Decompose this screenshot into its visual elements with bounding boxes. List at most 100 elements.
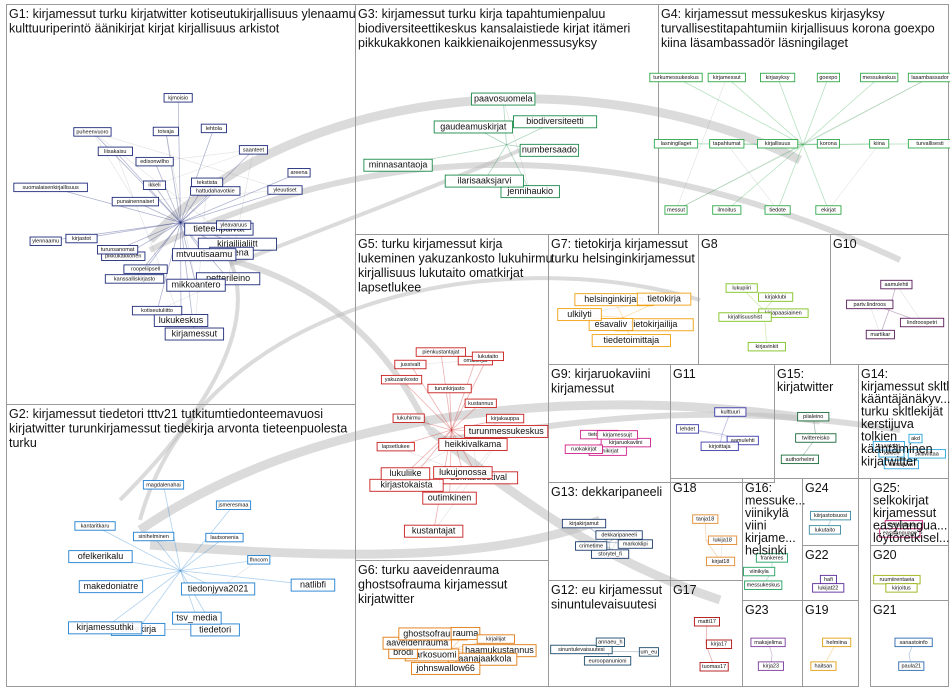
vertex[interactable]: annaeu_h [595, 637, 625, 647]
vertex[interactable]: twittereisko [795, 433, 837, 443]
vertex[interactable]: natlibfi [290, 578, 336, 592]
vertex[interactable]: tapahtumat [709, 139, 745, 149]
vertex[interactable]: maksjelima [750, 637, 786, 648]
vertex[interactable]: heikkivalkama [438, 438, 508, 451]
vertex[interactable]: kotiseutuliitto [131, 305, 183, 316]
vertex[interactable]: kirjaruokaviini [600, 437, 651, 448]
vertex[interactable]: aamulehti [726, 435, 759, 446]
vertex[interactable]: tuomas17 [699, 662, 729, 672]
vertex[interactable]: um_eu [638, 647, 659, 657]
vertex[interactable]: kirjallisuushist [718, 312, 772, 322]
vertex[interactable]: turvallisesti [907, 139, 950, 149]
vertex[interactable]: kerstijuva [883, 459, 919, 470]
vertex[interactable]: kirja17 [705, 639, 733, 649]
vertex[interactable]: punainennaiset [111, 196, 159, 207]
vertex[interactable]: sinihelminen [133, 531, 175, 542]
vertex[interactable]: dekkaripaneeli [595, 530, 643, 540]
vertex[interactable]: kustannus [464, 398, 497, 409]
vertex[interactable]: ylennaamu [29, 236, 62, 246]
vertex[interactable]: kirjoittaja [700, 441, 739, 452]
vertex[interactable]: lukijat22 [812, 583, 845, 593]
vertex[interactable]: ruumiirentaeia [873, 574, 921, 585]
vertex[interactable]: kiirjastotsuosi [810, 510, 852, 521]
vertex[interactable]: ekirjat [815, 205, 842, 215]
vertex[interactable]: tsv_media [172, 611, 222, 625]
vertex[interactable]: matti17 [693, 617, 720, 627]
vertex[interactable]: mikkoantero [166, 278, 226, 292]
vertex[interactable]: kirjoitus [885, 583, 918, 593]
vertex[interactable]: tiedetori [190, 623, 240, 637]
vertex[interactable]: kirjakirjamut [561, 518, 607, 529]
vertex[interactable]: kiina [869, 139, 890, 149]
vertex[interactable]: ilmoitus [712, 205, 742, 215]
vertex[interactable]: kirjailijat [476, 634, 515, 644]
vertex[interactable]: goexpo [816, 72, 840, 83]
vertex[interactable]: crimetime [575, 541, 608, 551]
vertex[interactable]: tiedote [764, 205, 791, 215]
vertex[interactable]: partv.lindroos [846, 299, 894, 310]
vertex[interactable]: aamulehti [880, 279, 913, 290]
vertex[interactable]: rauma [450, 626, 481, 640]
vertex[interactable]: gaudeamuskirjat [433, 120, 513, 134]
vertex[interactable]: martikar [865, 329, 895, 340]
vertex[interactable]: lukija18 [708, 535, 738, 545]
vertex[interactable]: tanja18 [692, 514, 719, 524]
vertex[interactable]: lukukeskus [153, 314, 209, 327]
vertex[interactable]: minnasantaoja [363, 158, 433, 172]
vertex[interactable]: lukupiiri [725, 283, 758, 293]
vertex[interactable]: frankeres [755, 553, 789, 563]
vertex[interactable]: numbersaado [519, 143, 580, 157]
vertex[interactable]: hattudahavotkie [190, 186, 241, 196]
vertex[interactable]: tiedetoimittaja [591, 334, 671, 348]
vertex[interactable]: pienkustantajat [415, 347, 467, 357]
vertex[interactable]: skltlwittaa [907, 449, 946, 459]
vertex[interactable]: yleuutiset [267, 185, 303, 195]
vertex[interactable]: kirjastokaista [369, 478, 444, 492]
vertex[interactable]: johnswallow66 [411, 661, 481, 675]
vertex[interactable]: lautsonenia [205, 532, 244, 543]
vertex[interactable]: kjmoisio [163, 93, 193, 103]
vertex[interactable]: edisonwilho [135, 156, 174, 167]
vertex[interactable]: puheenvuoro [73, 127, 112, 137]
vertex[interactable]: ikkeli [142, 180, 167, 190]
vertex[interactable]: kirjamessut [707, 72, 746, 83]
vertex[interactable]: yleavaruus [216, 220, 252, 230]
vertex[interactable]: suomalaisenkirjallisuus [13, 182, 88, 193]
vertex[interactable]: kirjastot [65, 233, 98, 244]
vertex[interactable]: toivaja [152, 126, 179, 137]
vertex[interactable]: jussivalt [394, 359, 427, 370]
vertex[interactable]: makedoniatre [78, 580, 144, 594]
vertex[interactable]: lindroospetri [899, 317, 945, 328]
vertex[interactable]: lehtola [200, 123, 227, 134]
vertex[interactable]: roopeliipsell [123, 264, 168, 274]
vertex[interactable]: ulkilyti [557, 308, 602, 322]
vertex[interactable]: jsmeresmaa [215, 500, 252, 510]
vertex[interactable]: kirjavinkit [747, 341, 786, 352]
vertex[interactable]: ruokakirjat [564, 444, 603, 454]
vertex[interactable]: viinikyla [743, 566, 776, 577]
vertex[interactable]: tietokirja [636, 292, 692, 306]
vertex[interactable]: tiedonjyva2021 [180, 582, 256, 596]
vertex[interactable]: lukutaito [471, 351, 504, 362]
vertex[interactable]: turunsanomat [96, 245, 139, 255]
vertex[interactable]: kanssalliskirjasto [104, 274, 165, 284]
vertex[interactable]: helmiina [822, 637, 852, 648]
vertex[interactable]: lapsetlukee [376, 441, 415, 452]
vertex[interactable]: sinuntulevaisuutesi [550, 644, 613, 655]
vertex[interactable]: storytel_fi [590, 549, 630, 559]
vertex[interactable]: markoklipi [617, 539, 653, 549]
vertex[interactable]: easylanguage [879, 528, 921, 538]
vertex[interactable]: tekstista [191, 177, 224, 188]
vertex[interactable]: paavosuomela [471, 92, 536, 106]
vertex[interactable]: ilarisaaksjarvi [444, 174, 524, 188]
vertex[interactable]: yakuzankosto [380, 374, 423, 385]
vertex[interactable]: lukujonossa [433, 466, 493, 480]
vertex[interactable]: lukuhirmu [392, 413, 425, 423]
vertex[interactable]: kirjakauppa [486, 413, 525, 424]
vertex[interactable]: messukeskus [744, 580, 783, 590]
vertex[interactable]: outimkinen [422, 491, 477, 505]
vertex[interactable]: ofelkerikalu [68, 550, 133, 564]
vertex[interactable]: lukutaito [808, 525, 841, 535]
vertex[interactable]: akd [908, 433, 923, 444]
vertex[interactable]: areena [287, 168, 311, 178]
